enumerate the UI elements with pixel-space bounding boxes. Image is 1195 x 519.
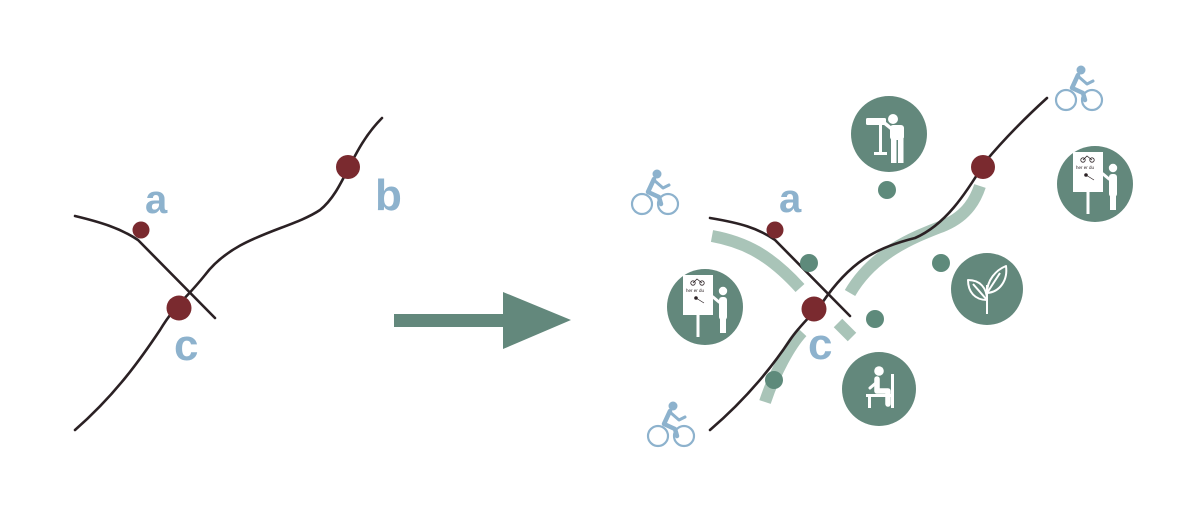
info-board-left: her er du [667,269,743,345]
node-c [166,295,192,321]
information-board-icon: her er du [1071,150,1119,216]
node-c-right [801,296,827,322]
node-a [132,221,150,239]
arrow-icon [394,292,571,349]
green-path-upper [844,183,986,297]
dot [932,254,950,272]
node-a-right [766,221,784,239]
label-a-right: a [779,177,802,221]
right-diagram: a c her er du [632,66,1133,447]
leaf-icon [967,265,1008,314]
binoculars-viewpoint-icon [866,114,904,163]
label-b: b [375,171,402,220]
label-a: a [145,178,168,222]
road-curve-left [73,116,384,432]
bicycle-icon [648,402,694,447]
dot [800,254,818,272]
green-path-lower [759,327,807,404]
sign-text: her er du [1076,165,1095,170]
information-board-icon: her er du [681,273,729,339]
rest-icon [842,352,916,426]
bench-rest-icon [866,366,894,408]
bicycle-icon [632,170,678,215]
dot [866,310,884,328]
green-path-crossing [833,318,857,342]
left-diagram: a b c [73,116,402,432]
dot [765,371,783,389]
road-crossing-right [708,216,852,318]
road-crossing-left [73,214,217,320]
node-b [336,155,360,179]
dot [878,181,896,199]
node-b-right [971,155,995,179]
nature-icon [951,253,1023,325]
info-board-right: her er du [1057,146,1133,222]
viewpoint-icon [851,96,927,172]
sign-text: her er du [686,288,705,293]
label-c: c [174,321,198,370]
bicycle-icon [1056,66,1102,111]
label-c-right: c [808,320,832,369]
green-path-left [710,230,805,293]
